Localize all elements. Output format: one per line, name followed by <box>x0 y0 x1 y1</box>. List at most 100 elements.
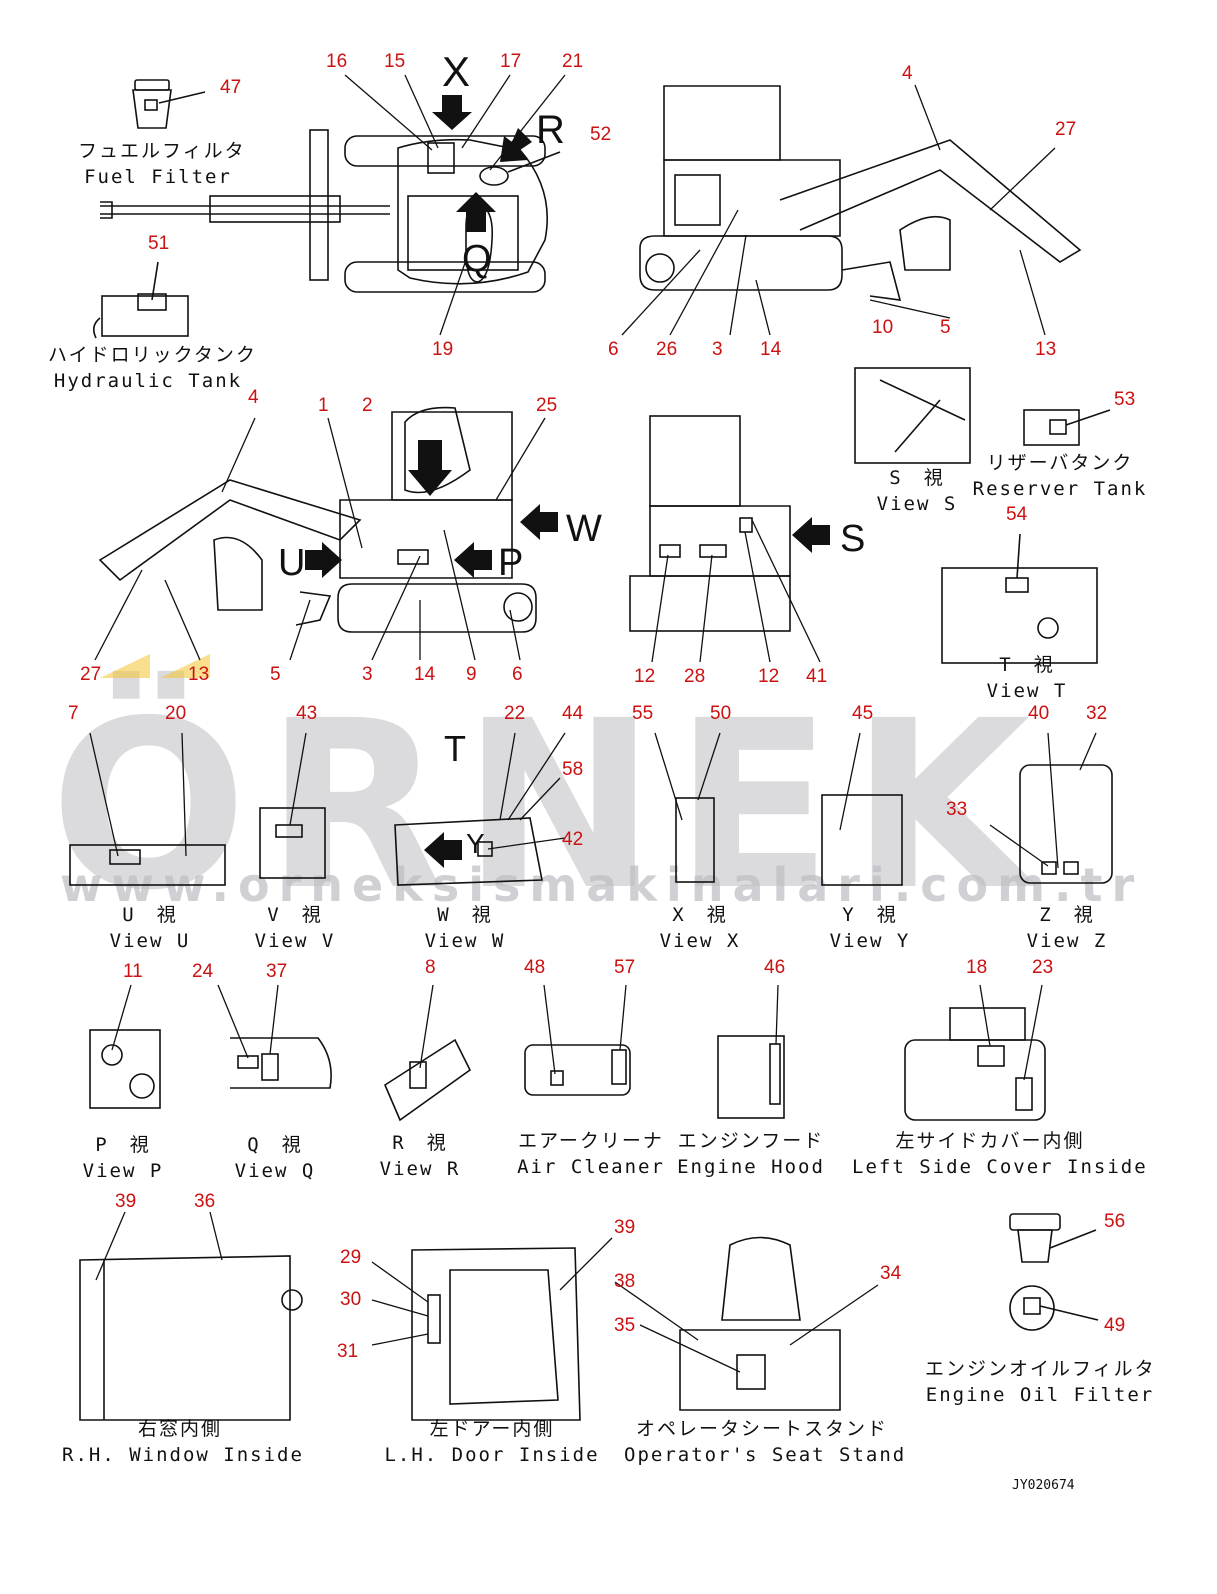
callout-31: 31 <box>337 1341 359 1362</box>
view-z-drawing <box>1019 764 1113 884</box>
callout-30: 30 <box>340 1289 362 1310</box>
callout-55: 55 <box>632 703 654 724</box>
caption-view-u-en: View U <box>109 930 191 952</box>
callout-22: 22 <box>504 703 526 724</box>
view-letter-s: S <box>840 518 866 560</box>
view-letter-q: Q <box>462 238 492 280</box>
view-letter-w: W <box>566 508 602 550</box>
callout-12: 12 <box>634 666 656 687</box>
callout-27: 27 <box>1055 119 1077 140</box>
caption-reserver-tank-en: Reserver Tank <box>972 478 1148 500</box>
caption-left-side-cover-jp: 左サイドカバー内側 <box>895 1130 1085 1152</box>
caption-view-y: Y 視 View Y <box>815 902 925 954</box>
callout-41: 41 <box>806 666 828 687</box>
callout-58: 58 <box>562 759 584 780</box>
caption-engine-hood: エンジンフード Engine Hood <box>676 1128 826 1180</box>
callout-27: 27 <box>80 664 102 685</box>
caption-view-x-en: View X <box>659 930 741 952</box>
callout-20: 20 <box>165 703 187 724</box>
seat-stand-drawing <box>679 1236 841 1411</box>
callout-51: 51 <box>148 233 170 254</box>
caption-view-w-en: View W <box>424 930 506 952</box>
caption-view-s-en: View S <box>876 493 958 515</box>
hydraulic-tank-drawing <box>92 261 189 339</box>
callout-56: 56 <box>1104 1211 1126 1232</box>
callout-42: 42 <box>562 829 584 850</box>
left-side-cover-drawing <box>904 1007 1046 1121</box>
rear-view-excavator <box>629 415 791 632</box>
caption-hydraulic-tank-jp: ハイドロリックタンク <box>48 344 257 366</box>
caption-rh-window-jp: 右窓内側 <box>137 1418 222 1440</box>
callout-8: 8 <box>425 957 436 978</box>
watermark-url: www.orneksismakinalari.com.tr <box>60 858 1144 912</box>
callout-1: 1 <box>318 395 329 416</box>
caption-view-z: Z 視 View Z <box>1012 902 1122 954</box>
caption-view-r: R 視 View R <box>365 1130 475 1182</box>
callout-57: 57 <box>614 957 636 978</box>
callout-5: 5 <box>270 664 281 685</box>
callout-44: 44 <box>562 703 584 724</box>
callout-3: 3 <box>712 339 723 360</box>
caption-reserver-tank-jp: リザーバタンク <box>986 452 1134 474</box>
view-x-drawing <box>675 797 715 883</box>
caption-fuel-filter-en: Fuel Filter <box>84 166 232 188</box>
watermark-accent-right <box>160 654 210 678</box>
caption-view-y-en: View Y <box>829 930 911 952</box>
caption-view-p: P 視 View P <box>68 1132 178 1184</box>
caption-air-cleaner-jp: エアークリーナ <box>518 1130 664 1152</box>
callout-45: 45 <box>852 703 874 724</box>
callout-36: 36 <box>194 1191 216 1212</box>
callout-53: 53 <box>1114 389 1136 410</box>
caption-seat-stand-jp: オペレータシートスタンド <box>635 1418 888 1440</box>
view-letter-x: X <box>442 48 471 95</box>
view-arrows-top <box>432 95 532 232</box>
caption-hydraulic-tank-en: Hydraulic Tank <box>53 370 243 392</box>
caption-view-t-en: View T <box>986 680 1068 702</box>
caption-air-cleaner-en: Air Cleaner <box>517 1156 665 1178</box>
callout-32: 32 <box>1086 703 1108 724</box>
view-letter-y: Y <box>466 828 485 859</box>
callout-38: 38 <box>614 1271 636 1292</box>
callout-33: 33 <box>946 799 968 820</box>
caption-view-r-en: View R <box>379 1158 461 1180</box>
callout-40: 40 <box>1028 703 1050 724</box>
caption-view-q-jp: Q 視 <box>247 1134 303 1156</box>
caption-hydraulic-tank: ハイドロリックタンク Hydraulic Tank <box>48 342 257 394</box>
callout-15: 15 <box>384 51 406 72</box>
callout-29: 29 <box>340 1247 362 1268</box>
callout-14: 14 <box>760 339 782 360</box>
view-arrows-side <box>305 440 830 868</box>
caption-rh-window: 右窓内側 R.H. Window Inside <box>62 1416 304 1468</box>
view-y-drawing <box>821 794 903 886</box>
caption-view-t-jp: T 視 <box>999 654 1055 676</box>
caption-view-v-jp: V 視 <box>267 904 323 926</box>
rh-window-drawing <box>79 1255 303 1421</box>
callout-9: 9 <box>466 664 477 685</box>
view-t-drawing <box>941 533 1098 664</box>
caption-seat-stand: オペレータシートスタンド Operator's Seat Stand <box>624 1416 904 1468</box>
callout-39: 39 <box>614 1217 636 1238</box>
callout-52: 52 <box>590 124 612 145</box>
reserver-tank-drawing <box>1023 409 1111 446</box>
view-p-drawing <box>89 1029 161 1109</box>
callout-24: 24 <box>192 961 214 982</box>
caption-rh-window-en: R.H. Window Inside <box>62 1444 304 1466</box>
callout-49: 49 <box>1104 1315 1126 1336</box>
callout-39: 39 <box>115 1191 137 1212</box>
callout-4: 4 <box>902 63 913 84</box>
watermark-brand: ÖRNEK <box>50 671 1049 941</box>
callout-11: 11 <box>123 961 143 982</box>
caption-engine-oil-filter-jp: エンジンオイルフィルタ <box>925 1358 1156 1380</box>
view-s-drawing <box>854 367 971 464</box>
view-r-drawing <box>383 1038 472 1122</box>
caption-view-q-en: View Q <box>234 1160 316 1182</box>
caption-view-p-jp: P 視 <box>95 1134 151 1156</box>
callout-5: 5 <box>940 317 951 338</box>
caption-view-p-en: View P <box>82 1160 164 1182</box>
view-q-drawing <box>230 1037 332 1089</box>
caption-view-v: V 視 View V <box>240 902 350 954</box>
callout-6: 6 <box>608 339 619 360</box>
callout-47: 47 <box>220 77 242 98</box>
side-view-left-excavator <box>98 406 537 633</box>
